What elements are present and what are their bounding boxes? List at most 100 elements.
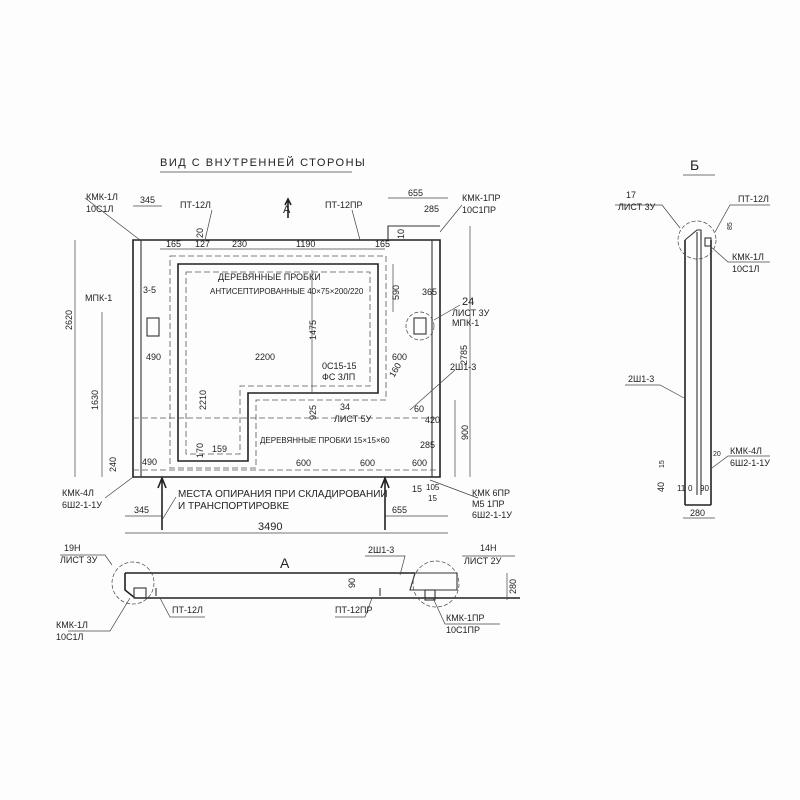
callout-label: КМК-4Л bbox=[730, 446, 762, 456]
mpk-1-embed bbox=[146, 317, 160, 337]
dimension-label: 655 bbox=[408, 188, 423, 198]
note-label: ДЕРЕВЯННЫЕ ПРОБКИ 15×15×60 bbox=[260, 436, 390, 445]
dimension-label: 3490 bbox=[258, 521, 282, 533]
detail-24-circle bbox=[405, 311, 435, 341]
dimension-label: 365 bbox=[422, 287, 437, 297]
dimension-label: 90 bbox=[700, 484, 709, 493]
dimension-label: 1190 bbox=[296, 239, 315, 249]
dimension-label: 85 bbox=[727, 222, 734, 230]
panel-elevation bbox=[74, 171, 479, 534]
callout-label: ЛИСТ 3У bbox=[618, 202, 656, 212]
callout-label: КМК-1Л bbox=[86, 192, 118, 202]
dimension-label: 15 bbox=[659, 460, 666, 468]
callout-label: МПК-1 bbox=[85, 293, 112, 303]
dimension-label: 285 bbox=[424, 204, 439, 214]
callout-label: 2Ш1-3 bbox=[450, 362, 476, 372]
panel-outline bbox=[132, 239, 441, 478]
dimension-label: 490 bbox=[146, 352, 161, 362]
dimension-label: 20 bbox=[195, 228, 205, 238]
view-a-arrow bbox=[284, 197, 292, 218]
dimension-label: 230 bbox=[232, 239, 247, 249]
dimension-label: 3-5 bbox=[143, 285, 156, 295]
dimension-label: 159 bbox=[212, 444, 227, 454]
dimension-label: 240 bbox=[108, 457, 118, 472]
section-a-title: А bbox=[280, 555, 290, 571]
section-a-labels: 19Н ЛИСТ 3У 2Ш1-3 14Н ЛИСТ 2У 90 280 ПТ-… bbox=[56, 543, 518, 642]
dimension-label: 655 bbox=[392, 505, 407, 515]
dimension-label: 11 bbox=[677, 484, 686, 493]
callout-label: КМК-1ПР bbox=[462, 193, 500, 203]
dimension-label: 2785 bbox=[459, 345, 469, 365]
view-title: ВИД С ВНУТРЕННЕЙ СТОРОНЫ bbox=[160, 156, 366, 169]
note-label: И ТРАНСПОРТИРОВКЕ bbox=[178, 501, 289, 512]
callout-label: КМК-4Л bbox=[62, 488, 94, 498]
view-b bbox=[615, 174, 770, 519]
callout-label: 34 bbox=[340, 402, 350, 412]
dimension-label: 20 bbox=[713, 451, 721, 458]
callout-label: КМК-1Л bbox=[732, 252, 764, 262]
dimension-label: 2200 bbox=[255, 352, 275, 362]
dimension-label: 60 bbox=[414, 404, 424, 414]
callout-label: ЛИСТ 2У bbox=[464, 556, 502, 566]
dimension-label: 590 bbox=[391, 285, 401, 300]
note-label: МЕСТА ОПИРАНИЯ ПРИ СКЛАДИРОВАНИИ bbox=[178, 489, 388, 500]
dimension-label: 40 bbox=[656, 482, 666, 492]
callout-label: 6Ш2-1-1У bbox=[730, 458, 770, 468]
inner-labels: ДЕРЕВЯННЫЕ ПРОБКИ АНТИСЕПТИРОВАННЫЕ 40×7… bbox=[64, 272, 490, 472]
callout-label: ПТ-12ПР bbox=[335, 605, 372, 615]
view-a-marker: А bbox=[283, 204, 292, 216]
callout-label: МПК-1 bbox=[452, 318, 479, 328]
dimension-label: 2620 bbox=[64, 310, 74, 330]
callout-label: 17 bbox=[626, 190, 636, 200]
dimension-label: 280 bbox=[508, 579, 518, 594]
dimension-label: 165 bbox=[166, 239, 181, 249]
callout-label: 2Ш1-3 bbox=[628, 374, 654, 384]
callout-label: 24 bbox=[462, 296, 474, 308]
callout-label: М5 1ПР bbox=[472, 499, 504, 509]
dimension-label: 15 bbox=[428, 494, 437, 503]
dimension-label: 420 bbox=[425, 415, 440, 425]
note-label: ФС 3ЛП bbox=[322, 372, 355, 382]
callout-label: ПТ-12Л bbox=[738, 194, 769, 204]
callout-label: ЛИСТ 3У bbox=[452, 308, 490, 318]
note-label: АНТИСЕПТИРОВАННЫЕ 40×75×200/220 bbox=[210, 287, 364, 296]
dimension-label: 600 bbox=[360, 458, 375, 468]
top-labels: КМК-1Л 10С1Л 345 ПТ-12Л ПТ-12ПР 655 285 … bbox=[86, 188, 500, 249]
section-a bbox=[60, 554, 520, 632]
callout-label: 10С1Л bbox=[86, 204, 114, 214]
view-b-title: Б bbox=[690, 157, 699, 173]
note-label: 0С15-15 bbox=[322, 361, 357, 371]
callout-label: КМК 6ПР bbox=[472, 488, 510, 498]
dimension-label: 285 bbox=[420, 440, 435, 450]
dimension-label: 925 bbox=[308, 405, 318, 420]
dimension-label: 165 bbox=[375, 239, 390, 249]
callout-label: 10С1ПР bbox=[462, 205, 496, 215]
callout-label: ПТ-12ПР bbox=[325, 200, 362, 210]
dimension-label: 345 bbox=[134, 505, 149, 515]
callout-label: 6Ш2-1-1У bbox=[62, 500, 102, 510]
dimension-label: 0 bbox=[688, 484, 693, 493]
dimension-label: 90 bbox=[347, 578, 357, 588]
dimension-label: 600 bbox=[392, 352, 407, 362]
dimension-label: 105 bbox=[426, 483, 440, 492]
view-b-labels: 17 ЛИСТ 3У ПТ-12Л 85 КМК-1Л 10С1Л 2Ш1-3 … bbox=[618, 190, 770, 518]
callout-label: 10С1Л bbox=[732, 264, 760, 274]
dimension-label: 2210 bbox=[198, 390, 208, 410]
callout-label: ПТ-12Л bbox=[180, 200, 211, 210]
dimension-label: 600 bbox=[412, 458, 427, 468]
dimension-label: 127 bbox=[195, 239, 210, 249]
callout-label: ПТ-12Л bbox=[172, 605, 203, 615]
dimension-label: 170 bbox=[195, 443, 205, 458]
callout-label: КМК-1Л bbox=[56, 620, 88, 630]
callout-label: 6Ш2-1-1У bbox=[472, 510, 512, 520]
dimension-label: 1475 bbox=[308, 320, 318, 340]
dimension-label: 345 bbox=[140, 195, 155, 205]
callout-label: ЛИСТ 5У bbox=[334, 414, 372, 424]
bottom-labels: КМК-4Л 6Ш2-1-1У МЕСТА ОПИРАНИЯ ПРИ СКЛАД… bbox=[62, 483, 512, 533]
callout-label: 19Н bbox=[64, 543, 81, 553]
dimension-label: 1630 bbox=[90, 390, 100, 410]
callout-label: КМК-1ПР bbox=[446, 613, 484, 623]
callout-label: 14Н bbox=[480, 543, 497, 553]
